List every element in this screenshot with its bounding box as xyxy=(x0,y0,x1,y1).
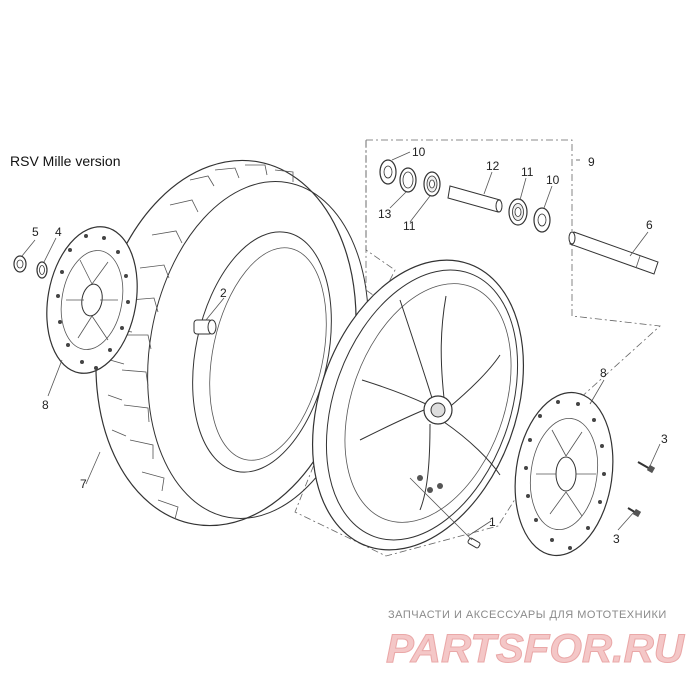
part-11-bearing-left xyxy=(423,171,441,197)
callout-3: 3 xyxy=(661,432,668,446)
callout-13: 13 xyxy=(378,207,392,221)
part-6-axle xyxy=(568,231,659,275)
watermark: ЗАПЧАСТИ И АКСЕССУАРЫ ДЛЯ МОТОТЕХНИКИ PA… xyxy=(386,609,686,672)
callout-labels: 1 2 3 3 4 5 6 7 8 8 9 10 10 11 11 12 13 xyxy=(32,145,668,546)
callout-11b: 11 xyxy=(521,165,534,179)
brake-disc-left xyxy=(46,226,138,374)
wheel-rim xyxy=(311,259,525,551)
part-13-spacer xyxy=(399,167,417,193)
part-3-bolt-upper xyxy=(637,461,656,474)
watermark-brand: PARTSFOR.RU xyxy=(386,627,685,671)
callout-2: 2 xyxy=(220,286,227,300)
callout-8: 8 xyxy=(42,398,49,412)
brake-disc-right xyxy=(514,391,614,557)
part-10-seal-right xyxy=(533,207,551,233)
leader-lines xyxy=(21,151,661,537)
watermark-tagline: ЗАПЧАСТИ И АКСЕССУАРЫ ДЛЯ МОТОТЕХНИКИ xyxy=(388,609,667,621)
callout-4: 4 xyxy=(55,225,62,239)
tyre xyxy=(95,159,369,527)
callout-7: 7 xyxy=(80,477,87,491)
callout-9: 9 xyxy=(588,155,595,169)
callout-10: 10 xyxy=(412,145,426,159)
part-5-washer xyxy=(13,255,27,273)
part-3-bolt-lower xyxy=(627,507,642,518)
callout-10b: 10 xyxy=(546,173,560,187)
callout-8b: 8 xyxy=(600,366,607,380)
callout-1: 1 xyxy=(489,515,496,529)
part-11-bearing-right xyxy=(508,198,528,226)
part-4-ring xyxy=(36,261,48,279)
callout-5: 5 xyxy=(32,225,39,239)
callout-11: 11 xyxy=(403,219,416,233)
callout-12: 12 xyxy=(486,159,500,173)
part-10-seal-left xyxy=(379,159,397,185)
diagram-title: RSV Mille version xyxy=(10,153,120,169)
part-2-spacer xyxy=(193,319,217,335)
callout-6: 6 xyxy=(646,218,653,232)
callout-3b: 3 xyxy=(613,532,620,546)
part-12-tube xyxy=(447,185,503,213)
